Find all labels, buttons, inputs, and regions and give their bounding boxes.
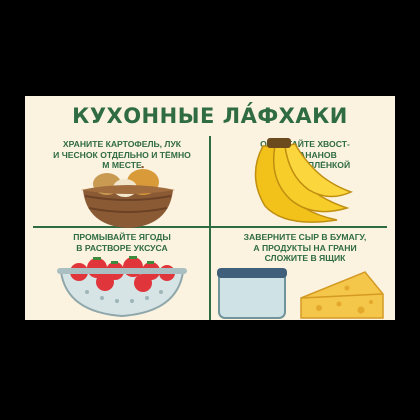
cheese-container-icon (217, 268, 384, 319)
grid-divider-vertical (209, 136, 211, 320)
grid-divider-horizontal (33, 226, 387, 228)
tip-cheese-text: ЗАВЕРНИТЕ СЫР В БУМАГУ, А ПРОДУКТЫ НА ГР… (243, 232, 367, 263)
bananas-icon (254, 138, 353, 223)
strawberry-colander-icon (57, 256, 187, 318)
tip-storage-text: ХРАНИТЕ КАРТОФЕЛЬ, ЛУК И ЧЕСНОК ОТДЕЛЬНО… (53, 139, 191, 170)
infographic-card: КУХОННЫЕ ЛА́ФХАКИ ХРАНИТЕ КАРТОФЕЛЬ, ЛУК… (25, 96, 395, 320)
tip-berries-text: ПРОМЫВАЙТЕ ЯГОДЫ В РАСТВОРЕ УКСУСА (73, 232, 171, 253)
page-title: КУХОННЫЕ ЛА́ФХАКИ (72, 104, 348, 128)
potato-onion-basket-icon (81, 166, 175, 228)
